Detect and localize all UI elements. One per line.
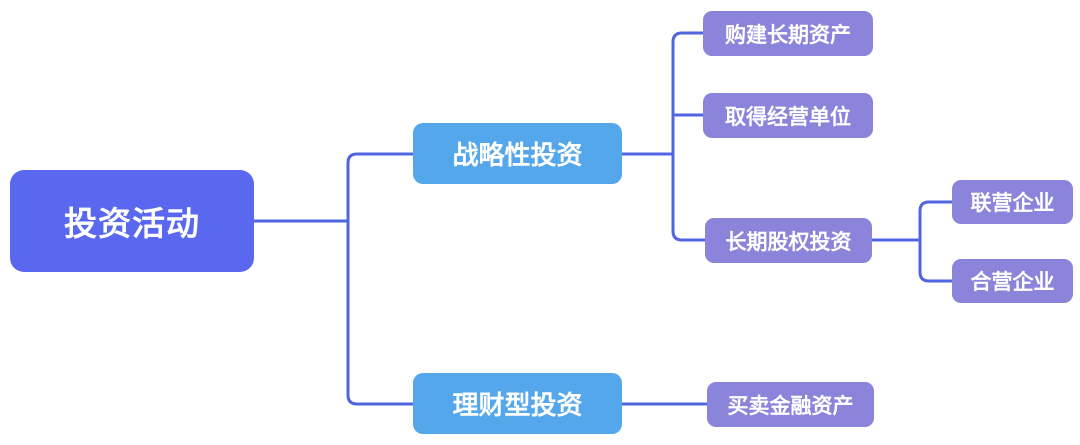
node-joint-ventures[interactable]: 合营企业 (952, 259, 1073, 303)
node-financial-investment[interactable]: 理财型投资 (413, 373, 622, 434)
node-strategic-investment[interactable]: 战略性投资 (413, 123, 622, 184)
node-acquire-operating-units[interactable]: 取得经营单位 (703, 93, 873, 138)
connector-strategic-children-trunk (671, 31, 707, 242)
node-acquire-long-term-assets[interactable]: 购建长期资产 (703, 11, 873, 56)
connector-trunk-branches (346, 152, 415, 406)
node-root-investment-activities[interactable]: 投资活动 (10, 170, 254, 272)
node-long-term-equity-investment[interactable]: 长期股权投资 (705, 218, 872, 263)
connector-equity-children-trunk (918, 200, 954, 283)
node-trade-financial-assets[interactable]: 买卖金融资产 (707, 382, 874, 427)
node-associated-enterprises[interactable]: 联营企业 (952, 180, 1073, 224)
